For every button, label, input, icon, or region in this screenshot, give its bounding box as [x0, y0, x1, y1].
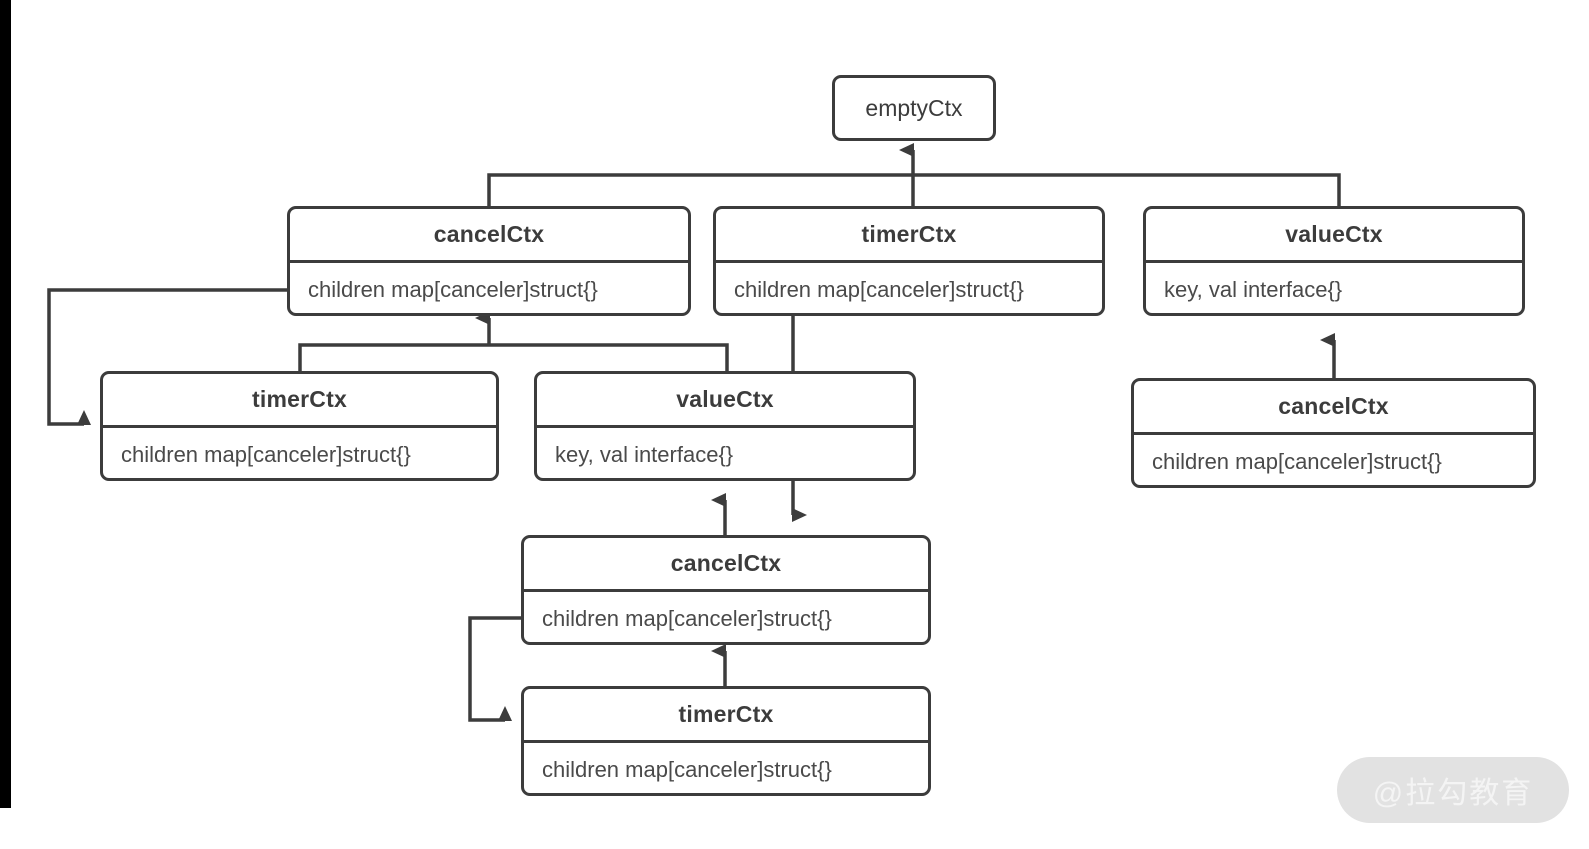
node-body: children map[canceler]struct{}	[121, 441, 411, 467]
node-title: timerCtx	[861, 221, 957, 247]
node-body: key, val interface{}	[555, 441, 734, 467]
node-divider	[290, 260, 688, 263]
node-body: children map[canceler]struct{}	[308, 276, 598, 302]
node-divider	[1146, 260, 1522, 263]
node-timerctx-l3[interactable]: timerCtx children map[canceler]struct{}	[100, 371, 499, 481]
node-divider	[537, 425, 913, 428]
node-divider	[524, 740, 928, 743]
watermark: @拉勾教育	[1337, 757, 1569, 823]
node-emptyctx-root[interactable]: emptyCtx	[832, 75, 996, 141]
node-title: cancelCtx	[1278, 393, 1389, 419]
node-title: emptyCtx	[865, 94, 963, 121]
node-title: cancelCtx	[670, 550, 782, 576]
left-edge-bar	[0, 0, 11, 808]
node-divider	[524, 589, 928, 592]
node-body: key, val interface{}	[1164, 276, 1343, 302]
node-body: children map[canceler]struct{}	[542, 756, 832, 782]
node-cancelctx-l2[interactable]: cancelCtx children map[canceler]struct{}	[287, 206, 691, 316]
node-title: timerCtx	[252, 386, 347, 412]
node-body: children map[canceler]struct{}	[734, 276, 1024, 302]
node-title: cancelCtx	[433, 221, 545, 247]
node-divider	[1134, 432, 1533, 435]
node-cancelctx-l4[interactable]: cancelCtx children map[canceler]struct{}	[521, 535, 931, 645]
node-title: valueCtx	[676, 386, 774, 412]
edge-loop-cancelctx-to-timerctx-bottom	[468, 616, 521, 722]
node-timerctx-l5[interactable]: timerCtx children map[canceler]struct{}	[521, 686, 931, 796]
node-valuectx-l3[interactable]: valueCtx key, val interface{}	[534, 371, 916, 481]
edge-loop-cancelctx-to-timerctx	[47, 288, 287, 426]
node-divider	[716, 260, 1102, 263]
node-divider	[103, 425, 496, 428]
node-title: valueCtx	[1285, 221, 1383, 247]
node-timerctx-l2[interactable]: timerCtx children map[canceler]struct{}	[713, 206, 1105, 316]
edge-bus-to-cancelctx-l2	[298, 343, 729, 371]
node-title: timerCtx	[678, 701, 774, 727]
node-valuectx-l2[interactable]: valueCtx key, val interface{}	[1143, 206, 1525, 316]
node-body: children map[canceler]struct{}	[1152, 448, 1442, 474]
node-cancelctx-r3[interactable]: cancelCtx children map[canceler]struct{}	[1131, 378, 1536, 488]
node-body: children map[canceler]struct{}	[542, 605, 832, 631]
